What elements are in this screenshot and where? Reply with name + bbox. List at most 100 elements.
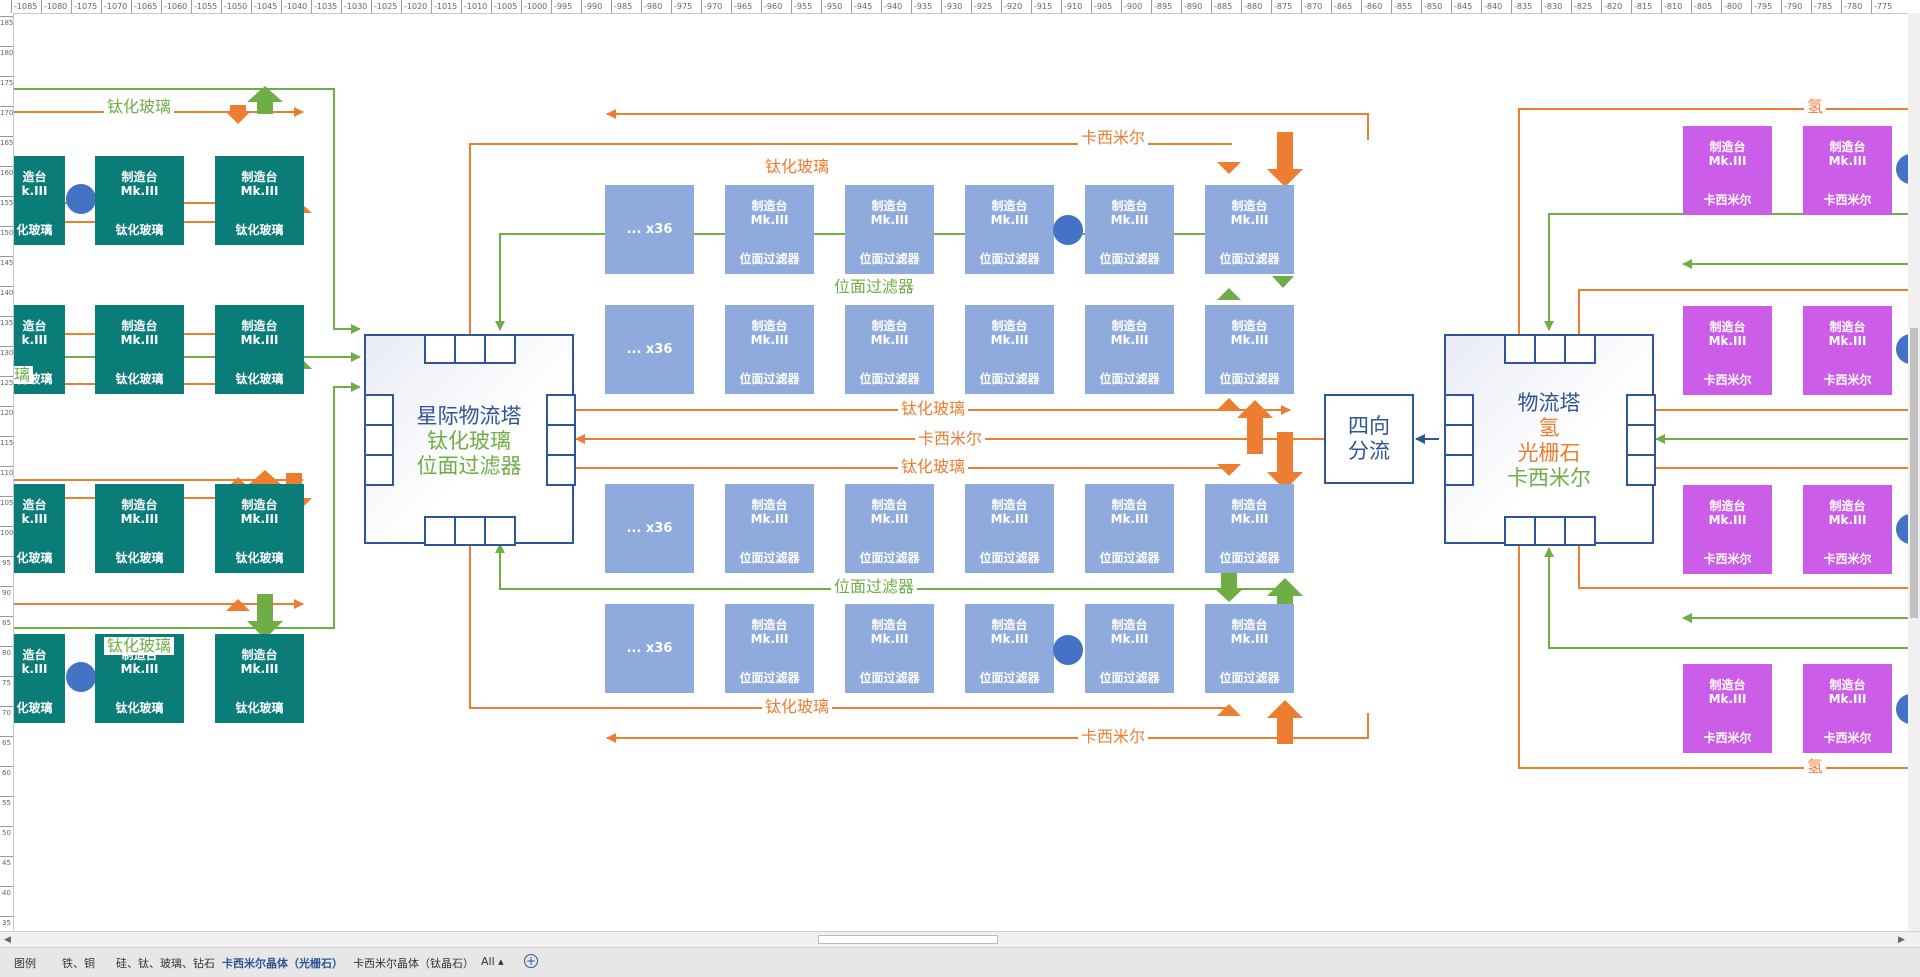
logistics-station[interactable]: 物流塔 氢 光栅石 卡西米尔 bbox=[1444, 334, 1656, 546]
station-slot[interactable] bbox=[546, 394, 576, 426]
tab-all[interactable]: All ▴ bbox=[481, 955, 504, 968]
tab-casimir-grating[interactable]: 卡西米尔晶体（光栅石） bbox=[222, 957, 343, 970]
scroll-right-arrow-icon[interactable]: ▶ bbox=[1898, 935, 1905, 945]
station-slot[interactable] bbox=[484, 334, 516, 364]
assembler-partial[interactable]: 造台 k.III 化玻璃 bbox=[14, 156, 65, 245]
horizontal-scrollbar[interactable]: ◀ ▶ bbox=[0, 931, 1920, 948]
station-slot[interactable] bbox=[1504, 334, 1536, 364]
station-slot[interactable] bbox=[454, 334, 486, 364]
ruler-tick: -990 bbox=[580, 0, 603, 13]
assembler-partial[interactable]: 造台 k.III 化玻璃 bbox=[14, 484, 65, 573]
assembler-array-x36[interactable]: ... x36 bbox=[605, 185, 694, 274]
four-way-splitter[interactable]: 四向 分流 bbox=[1324, 394, 1414, 484]
assembler-array-x36[interactable]: ... x36 bbox=[605, 484, 694, 573]
ruler-tick: -1000 bbox=[520, 0, 548, 13]
blue-dot bbox=[1896, 514, 1908, 544]
station-slot[interactable] bbox=[1444, 424, 1474, 456]
station-slot[interactable] bbox=[424, 334, 456, 364]
tab-iron-copper[interactable]: 铁、铜 bbox=[62, 957, 95, 970]
ruler-tick: -820 bbox=[1600, 0, 1623, 13]
ruler-tick: 170 bbox=[0, 106, 14, 117]
ruler-tick: -945 bbox=[850, 0, 873, 13]
station-slot[interactable] bbox=[1626, 424, 1656, 456]
station-slot[interactable] bbox=[546, 424, 576, 456]
station-slot[interactable] bbox=[546, 454, 576, 486]
station-slot[interactable] bbox=[454, 516, 486, 546]
tab-casimir-titanium[interactable]: 卡西米尔晶体（钛晶石） bbox=[353, 957, 474, 970]
ruler-tick: -795 bbox=[1750, 0, 1773, 13]
interstellar-logistics-station[interactable]: 星际物流塔 钛化玻璃 位面过滤器 bbox=[364, 334, 576, 546]
station-slot[interactable] bbox=[1564, 334, 1596, 364]
station-slot[interactable] bbox=[484, 516, 516, 546]
station-slot[interactable] bbox=[1444, 394, 1474, 426]
ruler-tick: -975 bbox=[670, 0, 693, 13]
ruler-tick: 135 bbox=[0, 316, 14, 327]
ruler-tick: 175 bbox=[0, 76, 14, 87]
scroll-left-arrow-icon[interactable]: ◀ bbox=[4, 935, 11, 945]
horizontal-scroll-thumb[interactable] bbox=[818, 935, 998, 944]
add-sheet-icon[interactable]: + bbox=[524, 954, 538, 968]
tab-silicon-titanium[interactable]: 硅、钛、玻璃、钻石 bbox=[116, 957, 215, 970]
station-slot[interactable] bbox=[364, 454, 394, 486]
sheet-tab-bar: 图例 铁、铜 硅、钛、玻璃、钻石 卡西米尔晶体（光栅石） 卡西米尔晶体（钛晶石）… bbox=[0, 947, 1920, 977]
assembler-array-x36[interactable]: ... x36 bbox=[605, 305, 694, 394]
assembler-array-x36[interactable]: ... x36 bbox=[605, 604, 694, 693]
station-slot[interactable] bbox=[1534, 334, 1566, 364]
ruler-tick: -1075 bbox=[70, 0, 98, 13]
station-slot[interactable] bbox=[364, 394, 394, 426]
station-slot[interactable] bbox=[424, 516, 456, 546]
horizontal-ruler: -1085-1080-1075-1070-1065-1060-1055-1050… bbox=[0, 0, 1920, 14]
station-slot[interactable] bbox=[1534, 516, 1566, 546]
ruler-tick: -855 bbox=[1390, 0, 1413, 13]
ruler-tick: 165 bbox=[0, 136, 14, 147]
assembler-partial[interactable]: 造台 k.III 化玻璃 bbox=[14, 634, 65, 723]
drawing-canvas[interactable]: 造台 k.III 化玻璃 造台 k.III 化玻璃 造台 k.III 化玻璃 造… bbox=[14, 14, 1908, 931]
station-slot[interactable] bbox=[1444, 454, 1474, 486]
ruler-tick: -1050 bbox=[220, 0, 248, 13]
vertical-scrollbar[interactable] bbox=[1908, 13, 1920, 931]
ruler-tick: 145 bbox=[0, 256, 14, 267]
ruler-tick: 75 bbox=[0, 676, 13, 687]
tab-legend[interactable]: 图例 bbox=[14, 957, 36, 970]
station-slot[interactable] bbox=[1504, 516, 1536, 546]
station-slot[interactable] bbox=[1626, 454, 1656, 486]
station-slot[interactable] bbox=[1564, 516, 1596, 546]
vertical-scroll-thumb[interactable] bbox=[1910, 328, 1918, 618]
ruler-tick: -965 bbox=[730, 0, 753, 13]
